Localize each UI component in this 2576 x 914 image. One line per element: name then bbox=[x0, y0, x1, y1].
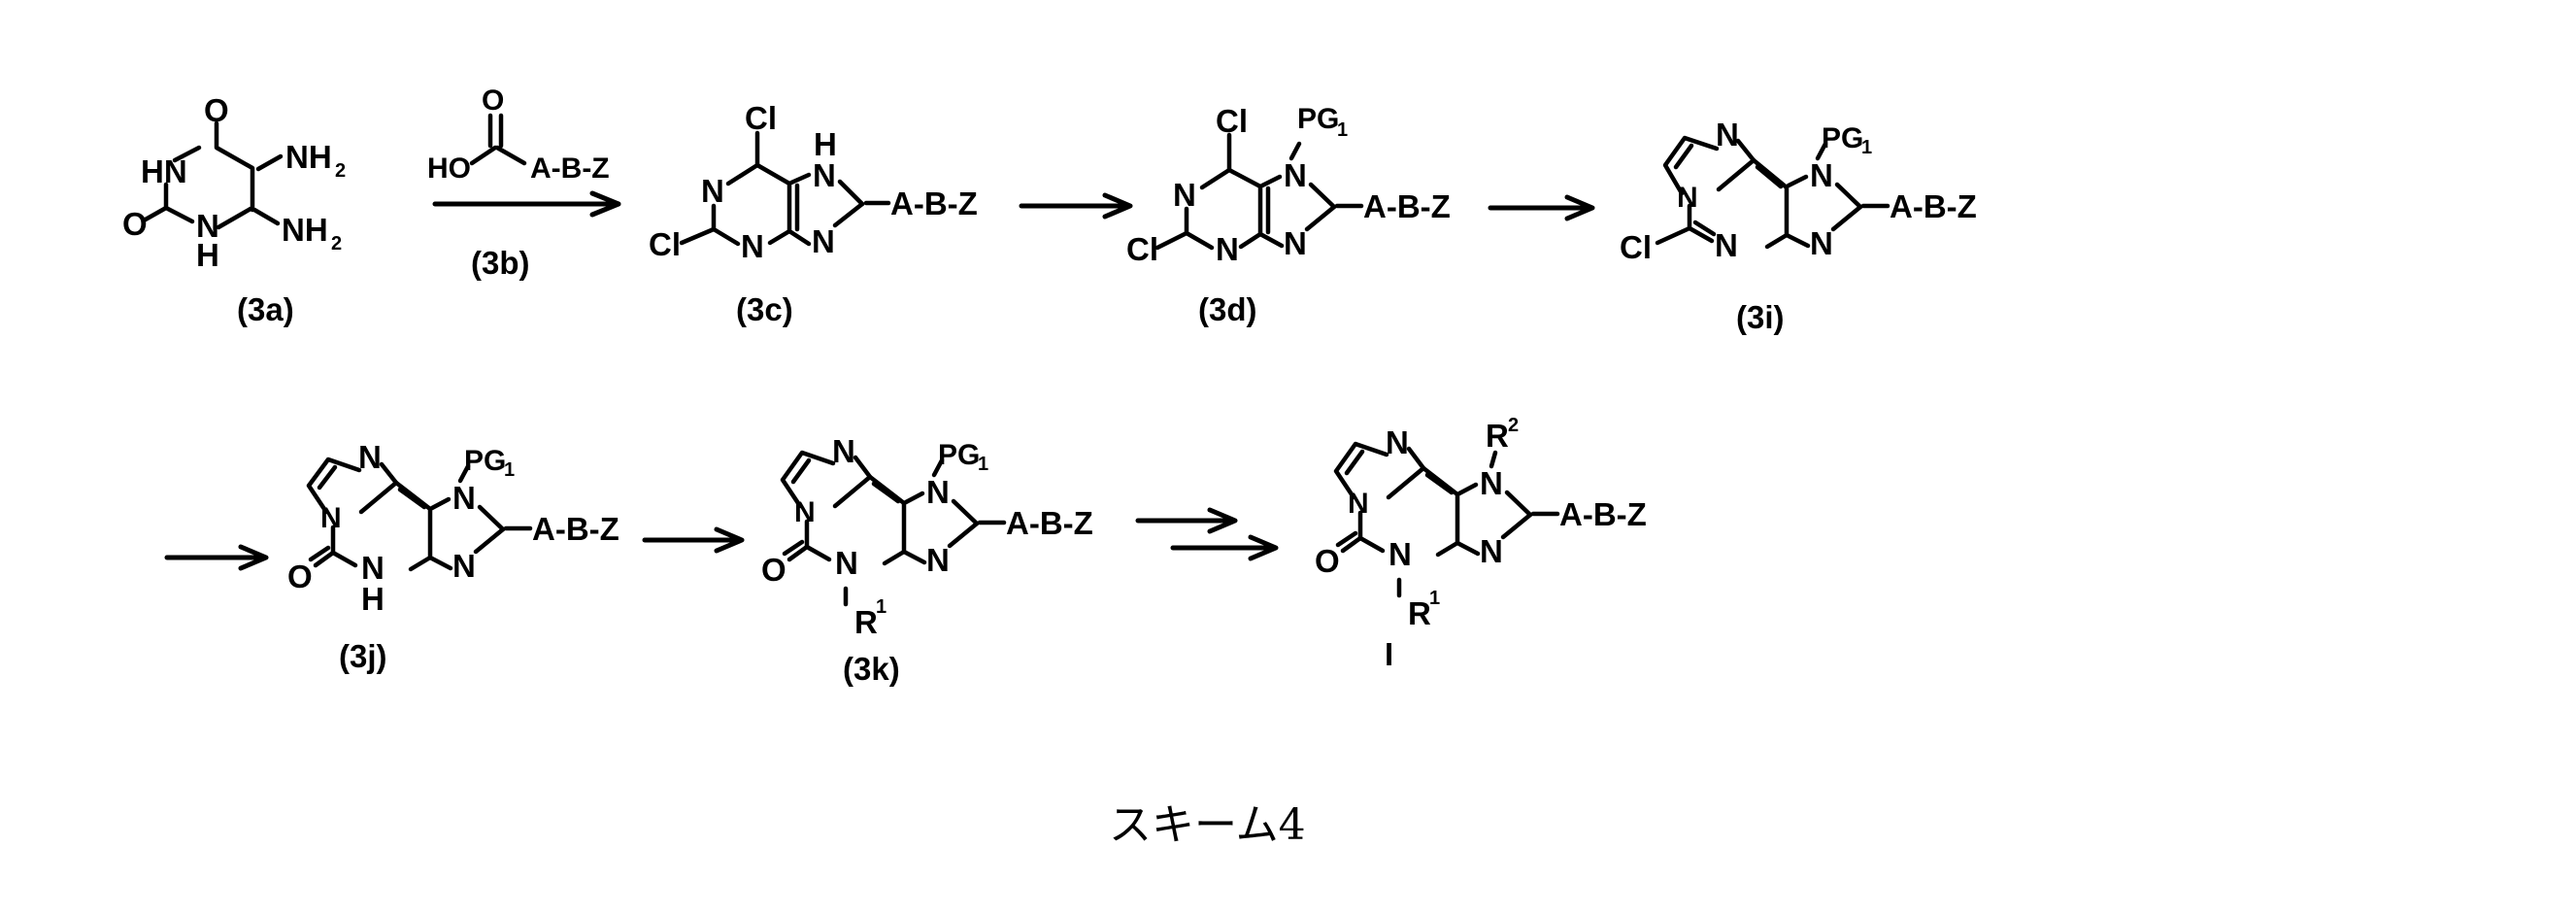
atom-abz: A-B-Z bbox=[532, 511, 619, 547]
atom-n-bridge: N bbox=[794, 496, 816, 528]
atom-n-bot: N bbox=[1715, 227, 1738, 263]
atom-pg: PG bbox=[1822, 122, 1863, 154]
atom-n-bot: N bbox=[1388, 536, 1412, 572]
atom-nh2-b: NH bbox=[282, 212, 328, 248]
atom-pg: PG bbox=[1297, 103, 1339, 135]
reaction-arrow-5 bbox=[645, 529, 742, 551]
atom-cl-top: Cl bbox=[745, 100, 777, 136]
atom-pg-sub: 1 bbox=[1861, 137, 1872, 158]
compound-label-3b: (3b) bbox=[471, 245, 530, 281]
atom-h-bot: H bbox=[196, 237, 219, 273]
reaction-arrow-2 bbox=[1021, 195, 1130, 217]
atom-h: H bbox=[361, 581, 385, 617]
atom-r2: R bbox=[1486, 418, 1509, 454]
atom-pg-sub: 1 bbox=[1337, 119, 1348, 141]
atom-n-bridge: N bbox=[1677, 182, 1698, 214]
atom-n-pg: N bbox=[926, 474, 950, 510]
atom-n-im: N bbox=[832, 433, 855, 469]
atom-n-right: N bbox=[1810, 225, 1833, 261]
atom-n-im: N bbox=[1386, 424, 1409, 460]
compound-3j: N PG 1 N N O N H N A-B-Z (3j) bbox=[287, 439, 619, 674]
atom-o: O bbox=[761, 552, 786, 588]
atom-n-right: N bbox=[1480, 533, 1503, 569]
atom-r-sup: 1 bbox=[876, 596, 887, 618]
atom-cl-left: Cl bbox=[1126, 231, 1158, 267]
scheme-caption: スキーム4 bbox=[1109, 800, 1306, 850]
atom-o: O bbox=[482, 85, 504, 117]
compound-3i: N PG 1 N N Cl N N A-B-Z (3i) bbox=[1620, 117, 1977, 335]
atom-pg: PG bbox=[464, 445, 506, 477]
compound-label-3j: (3j) bbox=[339, 638, 387, 674]
atom-r: R bbox=[854, 604, 878, 640]
atom-n-left: N bbox=[701, 173, 724, 209]
compound-label-I: I bbox=[1385, 636, 1393, 672]
atom-o-top: O bbox=[204, 92, 229, 128]
atom-abz: A-B-Z bbox=[1890, 188, 1977, 224]
compound-3a: O HN NH 2 O N H NH 2 (3a) bbox=[122, 92, 346, 327]
atom-n-pg: N bbox=[1284, 157, 1307, 193]
compound-label-3c: (3c) bbox=[736, 291, 793, 327]
atom-n-r: N bbox=[1480, 465, 1503, 501]
atom-n-bot: N bbox=[1216, 231, 1239, 267]
compound-label-3k: (3k) bbox=[843, 651, 900, 687]
atom-n-right: N bbox=[1284, 225, 1307, 261]
atom-cl: Cl bbox=[1620, 229, 1652, 265]
atom-ho: HO bbox=[427, 152, 471, 185]
atom-r1: R bbox=[1408, 595, 1431, 631]
atom-pg-sub: 1 bbox=[504, 459, 515, 481]
atom-abz: A-B-Z bbox=[1363, 188, 1451, 224]
atom-n-pg: N bbox=[452, 480, 476, 516]
atom-n-right: N bbox=[926, 542, 950, 578]
atom-n-bot: N bbox=[835, 545, 858, 581]
compound-label-3a: (3a) bbox=[237, 291, 294, 327]
reaction-arrow-1 bbox=[435, 193, 619, 215]
atom-r1-sup: 1 bbox=[1429, 588, 1440, 609]
atom-n-bridge: N bbox=[320, 502, 342, 534]
atom-o: O bbox=[1315, 543, 1340, 579]
atom-cl-top: Cl bbox=[1216, 103, 1248, 139]
atom-hn: HN bbox=[141, 153, 187, 189]
atom-abz: A-B-Z bbox=[1006, 505, 1093, 541]
atom-pg-sub: 1 bbox=[978, 454, 988, 475]
atom-o-left: O bbox=[122, 206, 148, 242]
atom-cl-left: Cl bbox=[649, 226, 681, 262]
compound-I: N R 2 N N O N R 1 N A-B-Z I bbox=[1315, 415, 1647, 672]
reagent-3b: O HO A-B-Z (3b) bbox=[427, 85, 610, 281]
atom-pg: PG bbox=[938, 439, 980, 471]
atom-sub-a: 2 bbox=[335, 160, 346, 182]
atom-sub-b: 2 bbox=[331, 233, 342, 254]
compound-3c: Cl N H N Cl N N A-B-Z (3c) bbox=[649, 100, 978, 327]
atom-n-bot: N bbox=[741, 228, 764, 264]
reaction-arrow-4 bbox=[167, 547, 266, 568]
atom-abz: A-B-Z bbox=[890, 186, 978, 221]
atom-o: O bbox=[287, 559, 313, 594]
atom-n-h: N bbox=[813, 157, 836, 193]
compound-3d: Cl PG 1 N N Cl N N A-B-Z (3d) bbox=[1126, 103, 1451, 327]
atom-abz: A-B-Z bbox=[1559, 496, 1647, 532]
atom-abz: A-B-Z bbox=[530, 152, 610, 185]
compound-label-3i: (3i) bbox=[1736, 299, 1785, 335]
atom-r2-sup: 2 bbox=[1508, 415, 1519, 436]
atom-n-left: N bbox=[1173, 177, 1196, 213]
atom-n-bridge: N bbox=[1348, 488, 1369, 520]
atom-nh2-a: NH bbox=[285, 139, 332, 175]
atom-n-right: N bbox=[452, 548, 476, 584]
compound-label-3d: (3d) bbox=[1198, 291, 1257, 327]
reaction-arrow-3 bbox=[1490, 197, 1592, 219]
reaction-arrow-6 bbox=[1138, 510, 1276, 559]
atom-n-im: N bbox=[358, 439, 382, 475]
atom-n-pg: N bbox=[1810, 157, 1833, 193]
atom-n-im: N bbox=[1716, 117, 1739, 152]
atom-n-right: N bbox=[812, 223, 835, 259]
compound-3k: N PG 1 N N O N R 1 N A-B-Z (3k) bbox=[761, 433, 1093, 687]
